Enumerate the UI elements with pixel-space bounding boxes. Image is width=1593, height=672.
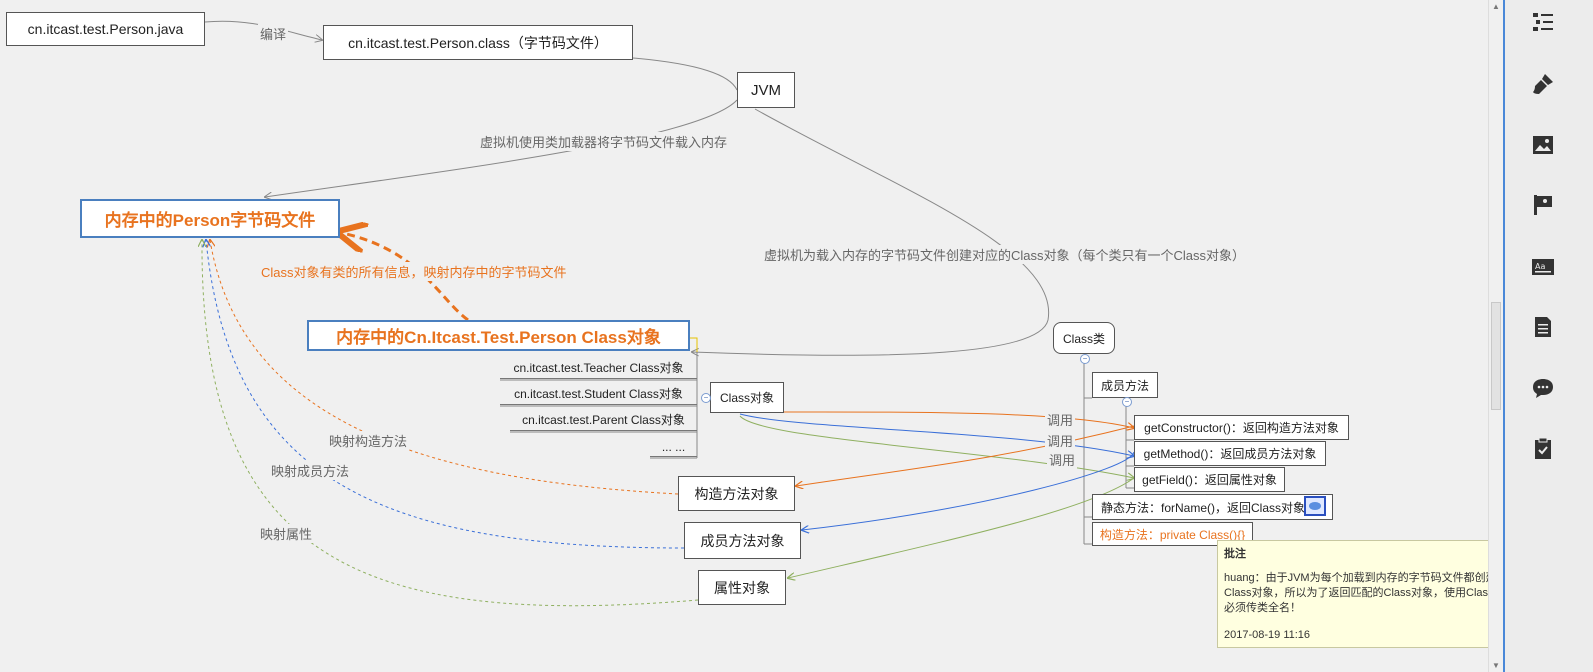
connection-lines bbox=[0, 20, 1498, 607]
node-get-constructor[interactable]: getConstructor()：返回构造方法对象 bbox=[1134, 415, 1349, 440]
vertical-scrollbar[interactable]: ▲ ▼ bbox=[1488, 0, 1503, 672]
label-compile: 编译 bbox=[258, 24, 289, 43]
edge-return-field bbox=[788, 477, 1135, 578]
node-class-class[interactable]: Class类 bbox=[1053, 322, 1115, 354]
edge-call-constructor bbox=[739, 411, 1134, 428]
static-method-label: 静态方法：forName()，返回Class对象 bbox=[1101, 500, 1306, 515]
comment-date: 2017-08-19 11:16 bbox=[1224, 629, 1311, 641]
node-class-file[interactable]: cn.itcast.test.Person.class（字节码文件） bbox=[323, 25, 633, 60]
outline-icon[interactable] bbox=[1531, 10, 1555, 34]
right-toolbar: Aa bbox=[1503, 0, 1593, 672]
node-member-methods[interactable]: 成员方法 bbox=[1092, 372, 1158, 398]
edge-classfile-jvm bbox=[632, 57, 738, 91]
edge-map-constructor bbox=[210, 240, 679, 495]
node-parent-class[interactable]: cn.itcast.test.Parent Class对象 bbox=[510, 409, 697, 431]
node-class-object-main[interactable]: 内存中的Cn.Itcast.Test.Person Class对象 bbox=[307, 320, 690, 351]
collapse-toggle[interactable]: − bbox=[1080, 354, 1090, 364]
marker-flag-icon[interactable] bbox=[1531, 193, 1555, 217]
edge-return-method bbox=[802, 451, 1135, 530]
label-create: 虚拟机为载入内存的字节码文件创建对应的Class对象（每个类只有一个Class对… bbox=[762, 245, 1248, 264]
edge-map-method bbox=[206, 240, 685, 549]
node-source-file[interactable]: cn.itcast.test.Person.java bbox=[6, 12, 205, 46]
collapse-toggle[interactable]: − bbox=[1122, 397, 1132, 407]
label-load: 虚拟机使用类加载器将字节码文件载入内存 bbox=[478, 132, 730, 151]
scroll-up-arrow-icon[interactable]: ▲ bbox=[1492, 2, 1500, 11]
collapse-toggle[interactable]: − bbox=[701, 393, 711, 403]
edge-return-constructor bbox=[796, 425, 1135, 486]
edge-mapping bbox=[342, 233, 469, 322]
scrollbar-thumb[interactable] bbox=[1491, 302, 1501, 410]
node-constructor-object[interactable]: 构造方法对象 bbox=[678, 476, 795, 511]
edge-load bbox=[265, 99, 738, 197]
label-call-3: 调用 bbox=[1047, 450, 1078, 469]
comment-title: 批注 bbox=[1224, 548, 1246, 560]
node-field-object[interactable]: 属性对象 bbox=[698, 570, 786, 605]
label-map-constructor: 映射构造方法 bbox=[327, 431, 410, 450]
svg-text:Aa: Aa bbox=[1535, 262, 1545, 271]
label-mapping: Class对象有类的所有信息，映射内存中的字节码文件 bbox=[259, 262, 569, 281]
edge-call-method bbox=[739, 413, 1134, 456]
node-jvm[interactable]: JVM bbox=[737, 72, 795, 108]
task-clipboard-icon[interactable] bbox=[1531, 436, 1555, 460]
label-map-method: 映射成员方法 bbox=[269, 461, 352, 480]
node-method-object[interactable]: 成员方法对象 bbox=[684, 522, 801, 559]
node-memory-bytecode[interactable]: 内存中的Person字节码文件 bbox=[80, 199, 340, 238]
node-student-class[interactable]: cn.itcast.test.Student Class对象 bbox=[500, 383, 697, 405]
node-static-method[interactable]: 静态方法：forName()，返回Class对象 bbox=[1092, 494, 1333, 520]
scroll-down-arrow-icon[interactable]: ▼ bbox=[1492, 661, 1500, 670]
notes-icon[interactable] bbox=[1531, 315, 1555, 339]
node-ellipsis[interactable]: ... ... bbox=[650, 437, 697, 457]
node-get-method[interactable]: getMethod()：返回成员方法对象 bbox=[1134, 441, 1326, 466]
image-icon[interactable] bbox=[1531, 133, 1555, 157]
label-call-1: 调用 bbox=[1045, 410, 1076, 429]
comment-body: huang：由于JVM为每个加载到内存的字节码文件都创建了相应的Class对象，… bbox=[1224, 572, 1558, 614]
node-class-object[interactable]: Class对象 bbox=[710, 382, 784, 413]
format-brush-icon[interactable] bbox=[1531, 72, 1555, 96]
edge-map-field bbox=[202, 240, 699, 607]
label-map-field: 映射属性 bbox=[258, 524, 315, 543]
comment-icon[interactable] bbox=[1304, 496, 1326, 516]
node-teacher-class[interactable]: cn.itcast.test.Teacher Class对象 bbox=[500, 357, 697, 379]
text-style-icon[interactable]: Aa bbox=[1531, 255, 1555, 279]
comments-icon[interactable] bbox=[1531, 376, 1555, 400]
label-call-2: 调用 bbox=[1045, 431, 1076, 450]
edge-create bbox=[692, 108, 1050, 355]
node-get-field[interactable]: getField()：返回属性对象 bbox=[1134, 467, 1285, 492]
